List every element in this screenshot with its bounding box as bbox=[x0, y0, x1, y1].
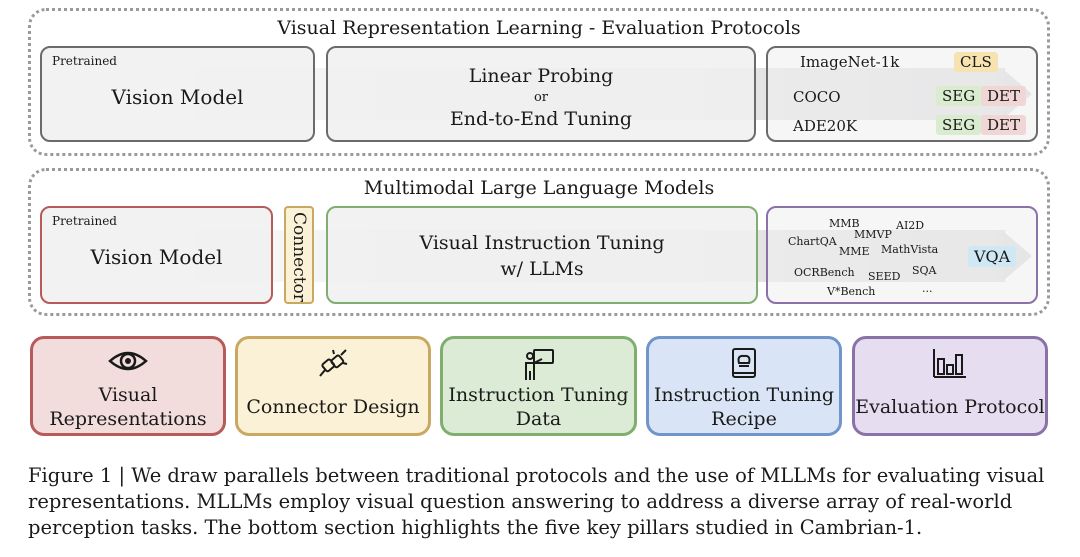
pillar-label: Instruction Tuning bbox=[448, 384, 629, 406]
seg-tag: SEG bbox=[936, 86, 982, 106]
pillar-label: Instruction Tuning bbox=[653, 384, 835, 406]
pillar-label: Recipe bbox=[711, 408, 777, 430]
pillar-label: Evaluation Protocol bbox=[855, 396, 1045, 418]
pillar-connector-design: Connector Design bbox=[235, 336, 431, 436]
teacher-icon bbox=[524, 349, 554, 380]
pretrained-vision-model-box: Pretrained Vision Model bbox=[40, 206, 273, 304]
pillar-label: Visual bbox=[98, 384, 158, 406]
recipe-book-icon bbox=[732, 348, 756, 378]
benchmark-label: ... bbox=[922, 282, 933, 295]
evaluation-protocols-section: Visual Representation Learning - Evaluat… bbox=[28, 8, 1050, 156]
benchmark-label: MathVista bbox=[881, 243, 939, 256]
vqa-tag: VQA bbox=[968, 246, 1017, 267]
linear-probing-label: Linear Probing bbox=[468, 65, 614, 87]
vision-model-label: Vision Model bbox=[111, 85, 244, 109]
benchmark-label: OCRBench bbox=[794, 266, 855, 279]
benchmark-label: AI2D bbox=[896, 219, 925, 232]
benchmark-label: SEED bbox=[868, 270, 901, 283]
pillar-instruction-tuning-recipe: Instruction Tuning Recipe bbox=[646, 336, 842, 436]
benchmark-label: SQA bbox=[912, 264, 937, 277]
benchmarks-box: MMB AI2D MMVP ChartQA MME MathVista OCRB… bbox=[766, 206, 1038, 304]
connector-label: Connector bbox=[289, 212, 309, 302]
dataset-name: ADE20K bbox=[793, 117, 858, 135]
benchmark-label: MMVP bbox=[854, 228, 892, 241]
instruction-tuning-box: Visual Instruction Tuning w/ LLMs bbox=[326, 206, 758, 304]
det-tag: DET bbox=[981, 115, 1026, 135]
benchmark-label: V*Bench bbox=[827, 285, 876, 298]
visual-instruction-tuning-label: Visual Instruction Tuning bbox=[419, 232, 665, 254]
pillar-label: Representations bbox=[49, 408, 207, 430]
det-tag: DET bbox=[981, 86, 1026, 106]
section-title: Visual Representation Learning - Evaluat… bbox=[277, 17, 801, 39]
connector-box: Connector bbox=[284, 206, 314, 304]
or-label: or bbox=[533, 90, 549, 105]
probing-box: Linear Probing or End-to-End Tuning bbox=[326, 46, 756, 142]
eye-icon bbox=[108, 351, 148, 371]
pillar-evaluation-protocol: Evaluation Protocol bbox=[852, 336, 1048, 436]
benchmark-label: MMB bbox=[829, 217, 860, 230]
pillar-instruction-tuning-data: Instruction Tuning Data bbox=[440, 336, 637, 436]
pretrained-label: Pretrained bbox=[52, 214, 117, 228]
figure-caption: Figure 1 | We draw parallels between tra… bbox=[28, 464, 1045, 539]
dataset-name: ImageNet-1k bbox=[800, 53, 900, 71]
dataset-name: COCO bbox=[793, 88, 841, 106]
benchmark-label: ChartQA bbox=[788, 235, 837, 248]
pretrained-label: Pretrained bbox=[52, 54, 117, 68]
datasets-box: ImageNet-1k CLS COCO SEG DET ADE20K SEG … bbox=[766, 46, 1038, 142]
benchmark-label: MME bbox=[839, 245, 870, 258]
vision-model-label: Vision Model bbox=[90, 245, 223, 269]
cls-tag: CLS bbox=[954, 52, 998, 72]
pillar-label: Connector Design bbox=[246, 396, 420, 418]
plug-icon bbox=[319, 349, 348, 377]
section-title: Multimodal Large Language Models bbox=[363, 177, 715, 199]
mllm-section: Multimodal Large Language Models bbox=[28, 168, 1050, 316]
pretrained-vision-model-box: Pretrained Vision Model bbox=[40, 46, 315, 142]
seg-tag: SEG bbox=[936, 115, 982, 135]
end-to-end-label: End-to-End Tuning bbox=[449, 108, 633, 130]
pillar-visual-representations: Visual Representations bbox=[30, 336, 226, 436]
bar-chart-icon bbox=[933, 349, 966, 378]
with-llms-label: w/ LLMs bbox=[500, 258, 584, 280]
pillar-label: Data bbox=[515, 408, 562, 430]
